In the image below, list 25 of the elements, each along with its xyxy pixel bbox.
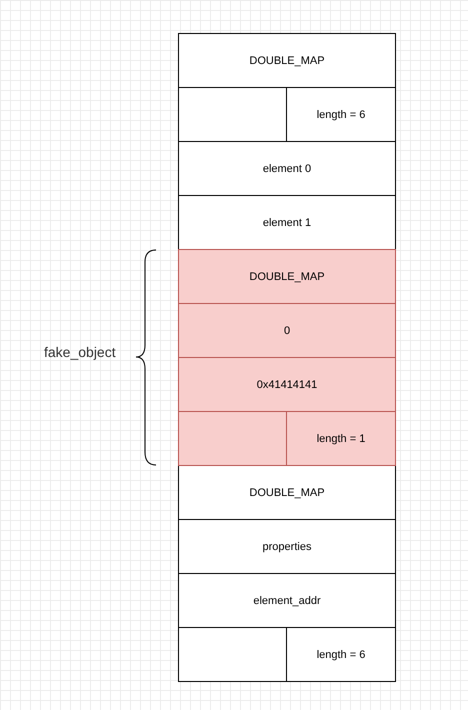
cell-text: DOUBLE_MAP	[249, 54, 325, 66]
bracket-label: fake_object	[44, 344, 116, 360]
cell-text: DOUBLE_MAP	[249, 270, 325, 282]
memory-cell	[178, 519, 396, 574]
cell-text: DOUBLE_MAP	[249, 486, 325, 498]
cell-text: length = 6	[316, 108, 366, 120]
memory-cell	[286, 627, 396, 682]
cell-text: properties	[262, 540, 312, 552]
memory-cell	[178, 33, 396, 88]
memory-cell	[178, 249, 396, 304]
memory-cell	[178, 357, 396, 412]
cell-text: element_addr	[253, 594, 321, 606]
memory-cell	[178, 195, 396, 250]
memory-cell	[286, 87, 396, 142]
memory-cell	[178, 573, 396, 628]
memory-cell	[286, 411, 396, 466]
cell-text: element 1	[262, 216, 312, 228]
cell-text: 0	[284, 324, 290, 336]
cell-text: 0x41414141	[256, 378, 318, 390]
cell-text: length = 1	[316, 432, 366, 444]
cell-text: element 0	[262, 162, 312, 174]
memory-cell	[178, 465, 396, 520]
cell-text: length = 6	[316, 648, 366, 660]
memory-cell	[178, 141, 396, 196]
memory-cell	[178, 303, 396, 358]
